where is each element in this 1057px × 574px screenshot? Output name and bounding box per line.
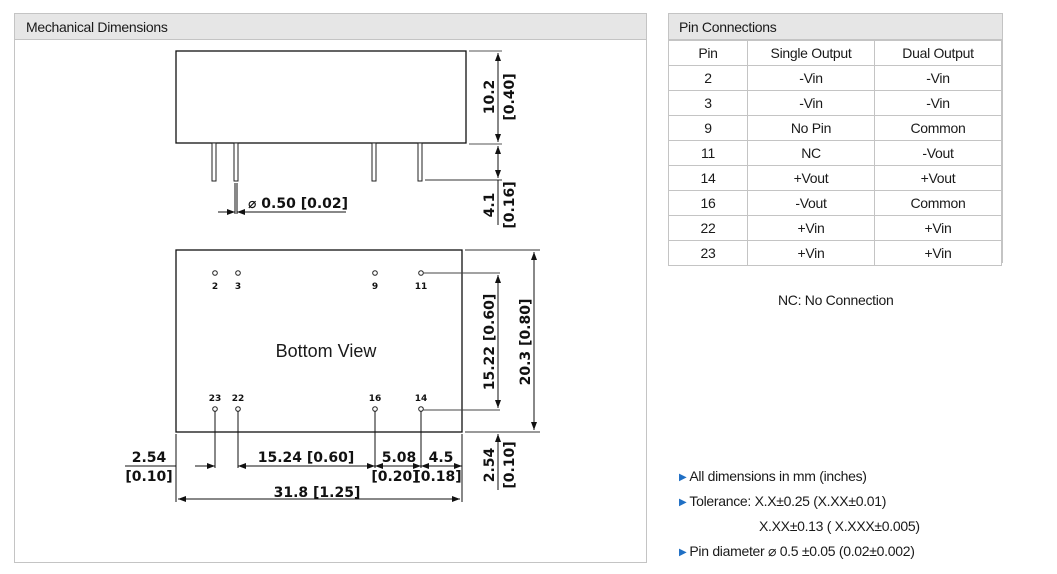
pin-gap-label: 5.08	[382, 450, 417, 466]
pin-hole-3	[235, 270, 241, 276]
pin-label: 2	[212, 282, 218, 292]
cell-pin: 11	[668, 140, 748, 166]
cell-pin: 22	[668, 215, 748, 241]
pin-length-label: 4.1	[482, 193, 498, 218]
note-item: ▶All dimensions in mm (inches)	[679, 467, 920, 492]
column-header-dual-output: Dual Output	[874, 40, 1002, 66]
module-body-bottom	[175, 249, 463, 433]
cell-dual-output: -Vin	[874, 90, 1002, 116]
side-pin	[371, 142, 377, 182]
triangle-right-icon: ▶	[679, 547, 687, 558]
pin-hole-23	[212, 406, 218, 412]
right-offset-label-inches: [0.18]	[414, 469, 461, 485]
row-spacing-label: 15.22 [0.60]	[482, 294, 498, 391]
table-row: 2-Vin-Vin	[668, 65, 1002, 91]
pin-label: 16	[369, 394, 382, 404]
side-pin	[211, 142, 217, 182]
pin-label: 22	[232, 394, 245, 404]
cell-dual-output: +Vin	[874, 240, 1002, 266]
column-header-pin: Pin	[668, 40, 748, 66]
length-label: 31.8 [1.25]	[274, 485, 361, 501]
cell-single-output: No Pin	[747, 115, 875, 141]
cell-pin: 23	[668, 240, 748, 266]
pin-gap-label-inches: [0.20]	[371, 469, 418, 485]
pin-hole-11	[418, 270, 424, 276]
cell-single-output: +Vout	[747, 165, 875, 191]
cell-pin: 16	[668, 190, 748, 216]
pin-label: 23	[209, 394, 222, 404]
side-pin	[417, 142, 423, 182]
cell-dual-output: Common	[874, 190, 1002, 216]
column-header-single-output: Single Output	[747, 40, 875, 66]
bottom-view: Bottom View 2 3 9 11 23 22 16 14 15.22 […	[125, 249, 540, 502]
pin-label: 14	[415, 394, 428, 404]
mechanical-dimensions-title: Mechanical Dimensions	[15, 14, 646, 40]
left-offset-label-inches: [0.10]	[125, 469, 172, 485]
note-text: Pin diameter ⌀ 0.5 ±0.05 (0.02±0.002)	[689, 543, 915, 559]
pin-hole-22	[235, 406, 241, 412]
pin-hole-14	[418, 406, 424, 412]
cell-pin: 14	[668, 165, 748, 191]
triangle-right-icon: ▶	[679, 497, 687, 508]
cell-single-output: +Vin	[747, 215, 875, 241]
cell-dual-output: Common	[874, 115, 1002, 141]
side-pin	[233, 142, 239, 182]
notes-list: ▶All dimensions in mm (inches) ▶Toleranc…	[679, 467, 920, 567]
pin-diameter-label: ⌀ 0.50 [0.02]	[248, 196, 348, 212]
pin-connections-title: Pin Connections	[669, 14, 1002, 40]
cell-pin: 9	[668, 115, 748, 141]
note-text: X.XX±0.13 ( X.XXX±0.005)	[759, 518, 920, 534]
note-item: X.XX±0.13 ( X.XXX±0.005)	[679, 517, 920, 542]
table-row: 14+Vout+Vout	[668, 165, 1002, 191]
module-body-side	[175, 50, 467, 144]
cell-dual-output: -Vin	[874, 65, 1002, 91]
triangle-right-icon: ▶	[679, 472, 687, 483]
table-header-row: Pin Single Output Dual Output	[668, 40, 1002, 66]
cell-single-output: +Vin	[747, 240, 875, 266]
cell-dual-output: +Vout	[874, 165, 1002, 191]
note-item: ▶Pin diameter ⌀ 0.5 ±0.05 (0.02±0.002)	[679, 542, 920, 567]
left-offset-label: 2.54	[132, 450, 167, 466]
cell-single-output: NC	[747, 140, 875, 166]
cell-single-output: -Vin	[747, 90, 875, 116]
edge-offset-label: 2.54	[482, 447, 498, 482]
height-label: 10.2	[482, 80, 498, 115]
pin-hole-2	[212, 270, 218, 276]
nc-note: NC: No Connection	[778, 292, 894, 308]
cell-pin: 2	[668, 65, 748, 91]
note-text: All dimensions in mm (inches)	[689, 468, 867, 484]
pin-span-label: 15.24 [0.60]	[258, 450, 355, 466]
side-view: 10.2 [0.40] 4.1 [0.16] ⌀ 0.50 [0.02]	[175, 50, 518, 229]
cell-single-output: -Vin	[747, 65, 875, 91]
width-label: 20.3 [0.80]	[518, 299, 534, 386]
side-pins	[211, 142, 423, 182]
pin-label: 3	[235, 282, 241, 292]
table-row: 3-Vin-Vin	[668, 90, 1002, 116]
pin-hole-9	[372, 270, 378, 276]
bottom-view-label: Bottom View	[276, 341, 378, 361]
cell-dual-output: -Vout	[874, 140, 1002, 166]
mechanical-dimensions-panel: Mechanical Dimensions	[14, 13, 647, 563]
height-label-inches: [0.40]	[502, 73, 518, 120]
cell-dual-output: +Vin	[874, 215, 1002, 241]
table-row: 22+Vin+Vin	[668, 215, 1002, 241]
pin-hole-16	[372, 406, 378, 412]
pin-length-label-inches: [0.16]	[502, 181, 518, 228]
cell-single-output: -Vout	[747, 190, 875, 216]
table-row: 23+Vin+Vin	[668, 240, 1002, 266]
pin-connections-panel: Pin Connections Pin Single Output Dual O…	[668, 13, 1003, 266]
cell-pin: 3	[668, 90, 748, 116]
pin-label: 9	[372, 282, 378, 292]
pin-label: 11	[415, 282, 428, 292]
right-offset-label: 4.5	[429, 450, 454, 466]
edge-offset-label-inches: [0.10]	[502, 441, 518, 488]
note-item: ▶Tolerance: X.X±0.25 (X.XX±0.01)	[679, 492, 920, 517]
note-text: Tolerance: X.X±0.25 (X.XX±0.01)	[689, 493, 887, 509]
